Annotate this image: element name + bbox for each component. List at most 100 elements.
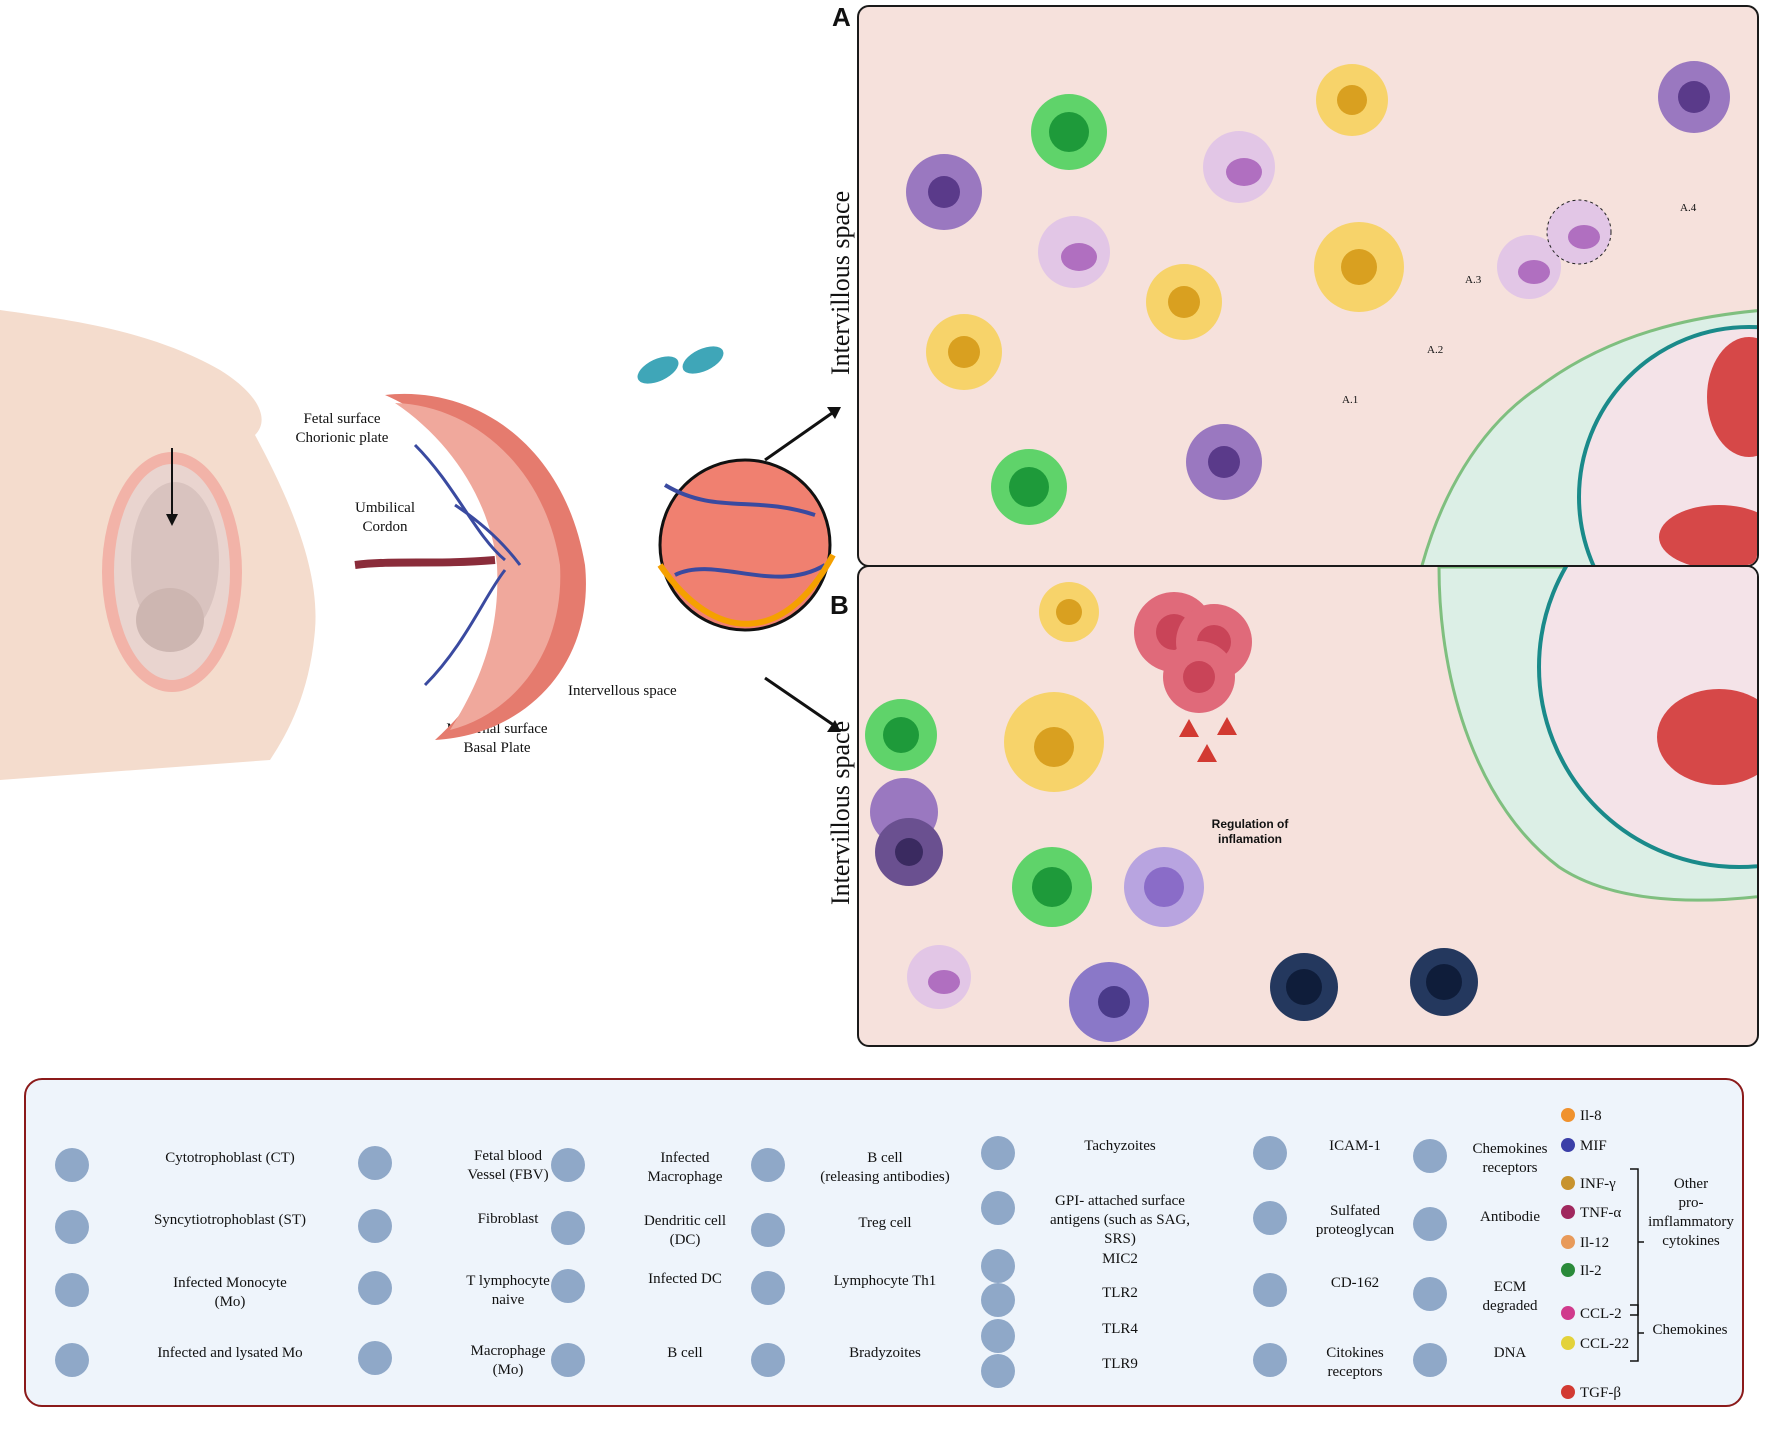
b-cell-antibodies-icon	[1410, 948, 1478, 1016]
tlr2-icon	[981, 1283, 1015, 1317]
treg-cell-icon	[751, 1213, 785, 1247]
legend-label-inf-gamma: INF-γ	[1580, 1176, 1616, 1192]
placenta-illustration	[354, 393, 586, 740]
syncytiotrophoblast-icon	[55, 1210, 89, 1244]
legend-box	[24, 1078, 1744, 1407]
dna-icon	[1413, 1343, 1447, 1377]
legend-label-il12: Il-12	[1580, 1235, 1610, 1251]
macrophage-icon	[1658, 61, 1730, 133]
legend-label-ecm: ECM degraded	[1482, 1279, 1538, 1314]
legend-label-mif: MIF	[1580, 1138, 1607, 1154]
dendritic-cell-icon	[926, 314, 1002, 390]
legend-label-b-cell-antibodies: B cell (releasing antibodies)	[820, 1150, 950, 1185]
tachyzoite-icon	[981, 1136, 1015, 1170]
panel-a-letter: A	[832, 2, 851, 32]
b-cell-antibodies-icon	[751, 1148, 785, 1182]
intervillous-space-label: Intervellous space	[568, 683, 677, 699]
legend-label-treg-cell: Treg cell	[858, 1215, 912, 1231]
treg-cell-icon	[1134, 592, 1252, 713]
arrow-to-panel-b-icon	[764, 676, 841, 732]
t-lymphocyte-icon	[1031, 94, 1107, 170]
infected-macrophage-icon	[906, 154, 982, 230]
tlr9-icon	[981, 1354, 1015, 1388]
il2-icon	[1561, 1263, 1575, 1277]
b-cell-icon	[1270, 953, 1338, 1021]
villus-a	[1420, 309, 1757, 565]
legend-label-tlr9: TLR9	[1102, 1356, 1138, 1372]
infected-dc-icon	[551, 1269, 585, 1303]
tnf-alpha-icon	[1561, 1205, 1575, 1219]
legend-label-infected-dc: Infected DC	[648, 1271, 722, 1287]
dendritic-cell-icon	[1039, 582, 1099, 642]
infected-monocyte-icon	[55, 1273, 89, 1307]
legend-label-tachyzoite: Tachyzoites	[1084, 1138, 1156, 1154]
legend-label-cd162: CD-162	[1330, 1275, 1380, 1291]
legend-label-bradyzoite: Bradyzoites	[849, 1345, 921, 1361]
tgf-beta-icon	[1179, 717, 1237, 762]
lysated-monocyte-icon	[1546, 199, 1612, 265]
legend-label-b-cell: B cell	[667, 1345, 703, 1361]
ccl2-icon	[1561, 1306, 1575, 1320]
il8-icon	[1561, 1108, 1575, 1122]
legend-label-mic2: MIC2	[1102, 1251, 1138, 1267]
bracket-other-icon	[1630, 1168, 1644, 1316]
legend-label-il2: Il-2	[1580, 1263, 1602, 1279]
legend-label-tgf-beta: TGF-β	[1580, 1385, 1621, 1401]
fibroblast-icon	[358, 1209, 392, 1243]
dendritic-cell-icon	[1146, 264, 1222, 340]
legend-label-ccl2: CCL-2	[1580, 1306, 1622, 1322]
legend-label-il8: Il-8	[1580, 1108, 1602, 1124]
arrow-to-panel-a-icon	[764, 407, 841, 462]
legend-label-cytotrophoblast: Cytotrophoblast (CT)	[165, 1150, 295, 1166]
antibody-icon	[1413, 1207, 1447, 1241]
pregnant-silhouette	[0, 310, 316, 780]
step-a4-label: A.4	[1680, 202, 1697, 214]
legend-label-dna: DNA	[1493, 1345, 1527, 1361]
tgf-beta-icon	[1561, 1385, 1575, 1399]
legend-label-syncytiotrophoblast: Syncytiotrophoblast (ST)	[153, 1212, 307, 1228]
villus-b	[1437, 567, 1757, 902]
group-chemokines-label: Chemokines	[1652, 1322, 1728, 1338]
cytokine-receptor-icon	[1253, 1343, 1287, 1377]
bradyzoite-icon	[751, 1343, 785, 1377]
step-a3-label: A.3	[1465, 274, 1482, 286]
t-lymphocyte-icon	[865, 699, 937, 771]
legend-label-infected-monocyte: Infected Monocyte (Mo)	[173, 1275, 287, 1310]
legend-label-th1: Lymphocyte Th1	[833, 1273, 937, 1289]
legend-label-infected-macrophage: Infected Macrophage	[647, 1150, 723, 1185]
legend-label-chemokine-receptor: Chemokines receptors	[1472, 1141, 1548, 1176]
dendritic-cell-icon	[1004, 692, 1104, 792]
dendritic-cell-icon	[551, 1211, 585, 1245]
legend-label-lysated-monocyte: Infected and lysated Mo	[157, 1345, 303, 1361]
ccl22-icon	[1561, 1336, 1575, 1350]
mif-icon	[1561, 1138, 1575, 1152]
legend-label-ccl22: CCL-22	[1580, 1336, 1630, 1352]
infected-macrophage-icon	[1186, 424, 1262, 500]
legend-label-t-lymphocyte: T lymphocyte naive	[466, 1273, 550, 1308]
cd162-icon	[1253, 1273, 1287, 1307]
infected-monocyte-icon	[907, 945, 971, 1009]
tlr4-icon	[981, 1319, 1015, 1353]
il12-icon	[1561, 1235, 1575, 1249]
arrow-down-icon	[166, 448, 178, 526]
mic2-icon	[981, 1249, 1015, 1283]
gpi-antigen-icon	[981, 1191, 1015, 1225]
legend-label-tlr4: TLR4	[1102, 1321, 1138, 1337]
legend-label-macrophage: Macrophage (Mo)	[470, 1343, 546, 1378]
panel-a-side-label: Intervillous space	[826, 190, 855, 375]
panel-b-side-label: Intervillous space	[826, 720, 855, 905]
infected-dc-icon	[1314, 222, 1404, 312]
tachyzoite-icon	[637, 346, 724, 384]
macrophage-icon	[358, 1341, 392, 1375]
legend-label-tnf-alpha: TNF-α	[1580, 1205, 1622, 1221]
infected-monocyte-icon	[1497, 235, 1561, 299]
lysated-monocyte-icon	[55, 1343, 89, 1377]
step-a2-label: A.2	[1427, 344, 1444, 356]
step-a1-label: A.1	[1342, 394, 1359, 406]
ecm-icon	[1413, 1277, 1447, 1311]
t-lymphocyte-icon	[991, 449, 1067, 525]
legend-label-dendritic-cell: Dendritic cell (DC)	[643, 1213, 727, 1248]
th1-icon	[751, 1271, 785, 1305]
